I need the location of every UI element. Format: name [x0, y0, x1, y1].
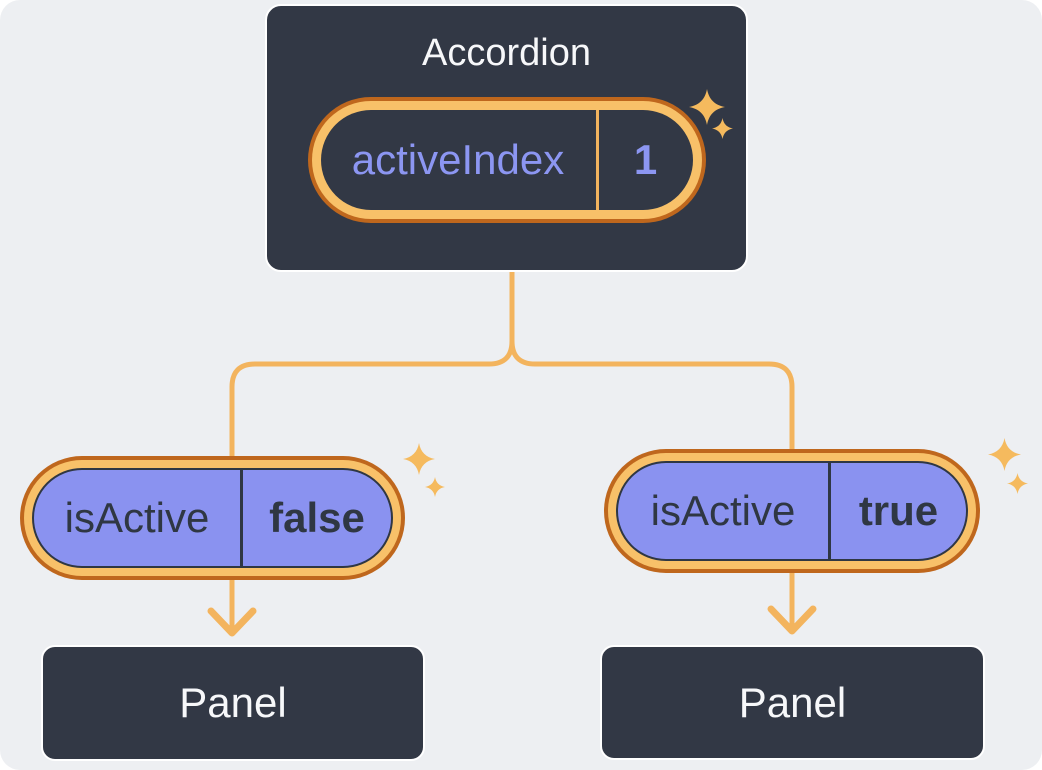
- prop-pill-divider: [240, 470, 243, 566]
- state-value-label: 1: [633, 135, 658, 183]
- state-pill-ring: activeIndex 1: [311, 100, 702, 219]
- sparkle-icon: [689, 89, 725, 125]
- sparkle-icon: [1007, 473, 1028, 494]
- sparkle-icon: [988, 438, 1021, 471]
- down-arrow-icon: [767, 605, 817, 635]
- active-index-state-pill: activeIndex 1: [307, 96, 706, 223]
- prop-value-label: false: [269, 494, 365, 541]
- connector-branch-right: [509, 268, 795, 630]
- state-pill-body: activeIndex 1: [320, 109, 693, 210]
- is-active-prop-pill-right: isActive true: [604, 449, 980, 573]
- prop-name-label: isActive: [64, 494, 210, 541]
- prop-pill-divider: [828, 463, 831, 559]
- sparkle-icon: [425, 477, 445, 497]
- down-arrow-icon: [207, 607, 257, 637]
- panel-title: Panel: [738, 678, 847, 726]
- prop-name-label: isActive: [650, 487, 796, 534]
- sparkle-icon: [712, 118, 733, 139]
- accordion-component-box: Accordion activeIndex 1: [265, 4, 748, 272]
- prop-pill-ring: isActive true: [608, 453, 976, 569]
- prop-pill-body: isActive false: [32, 468, 393, 568]
- state-pill-divider: [595, 109, 599, 210]
- prop-value-label: true: [858, 487, 939, 534]
- prop-pill-body: isActive true: [616, 461, 968, 561]
- is-active-prop-pill-left: isActive false: [20, 456, 405, 580]
- accordion-title: Accordion: [422, 32, 591, 74]
- sparkle-icon: [403, 443, 435, 475]
- panel-component-box-left: Panel: [41, 645, 425, 761]
- state-name-label: activeIndex: [351, 135, 565, 183]
- prop-pill-ring: isActive false: [24, 460, 401, 576]
- panel-component-box-right: Panel: [600, 645, 985, 760]
- panel-title: Panel: [179, 679, 287, 726]
